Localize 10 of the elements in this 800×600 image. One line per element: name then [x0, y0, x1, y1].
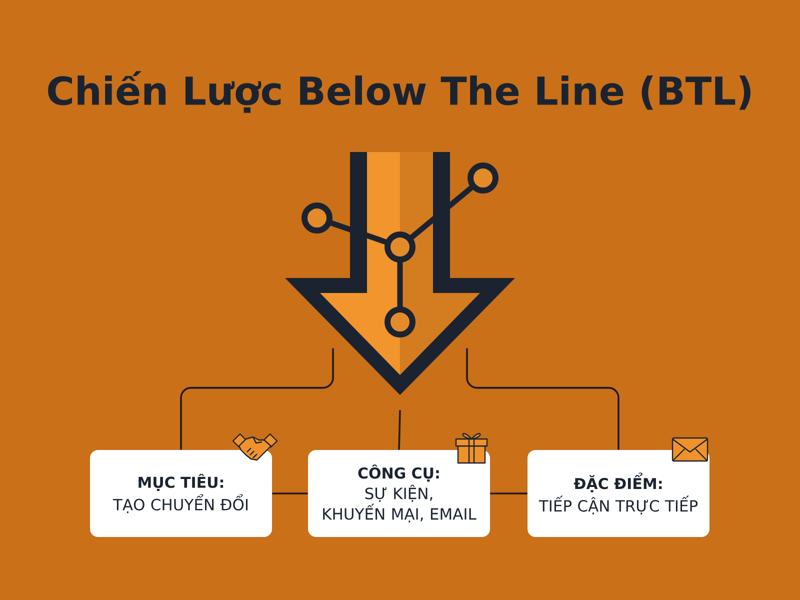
- info-box: ĐẶC ĐIỂM: TIẾP CẬN TRỰC TIẾP: [528, 450, 710, 537]
- connector-line: [466, 348, 620, 450]
- connector-line: [398, 410, 401, 450]
- title: Chiến Lược Below The Line (BTL): [48, 71, 750, 113]
- network-arrow-picture: [285, 152, 515, 395]
- info-box: CÔNG CỤ: SỰ KIỆN, KHUYẾN MẠI, EMAIL: [308, 450, 490, 537]
- info-box: MỤC TIÊU: TẠO CHUYỂN ĐỔI: [90, 450, 272, 537]
- connector-line: [272, 492, 308, 494]
- connector-line: [180, 348, 334, 450]
- connector-line: [490, 492, 528, 494]
